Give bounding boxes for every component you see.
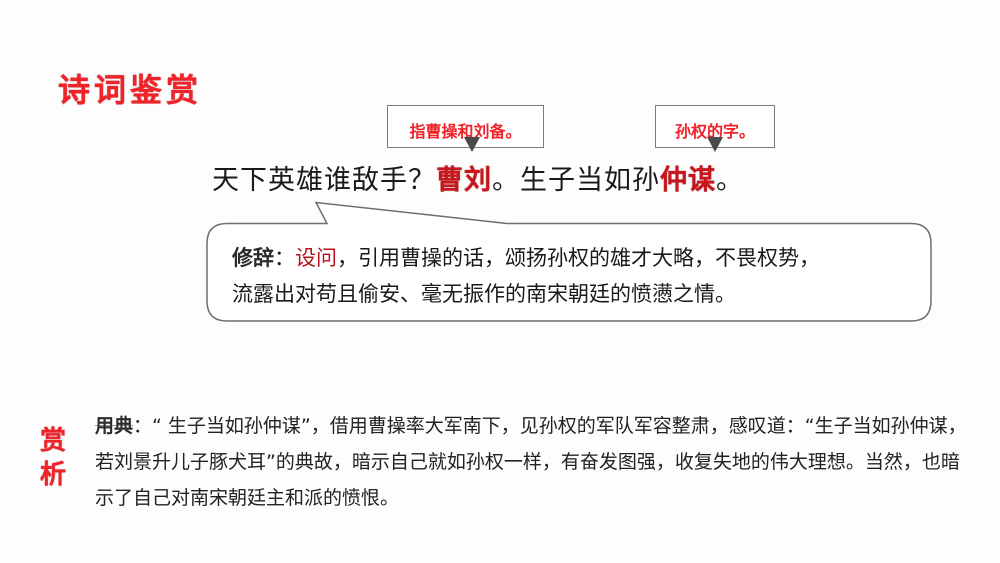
poem-text: 天下英雄谁敌手？ [212, 165, 436, 196]
rhetoric-line-1: 修辞：设问，引用曹操的话，颂扬孙权的雄才大略，不畏权势， [232, 240, 922, 276]
slide-title: 诗词鉴赏 [58, 71, 203, 109]
analysis-side-label: 赏 析 [40, 424, 72, 492]
pointer-down-icon [464, 137, 480, 152]
poem-text: 。 [716, 165, 744, 196]
rhetoric-label: 修辞 [232, 246, 274, 270]
allusion-label: 用典 [95, 415, 134, 437]
rhetoric-line-2: 流露出对苟且偷安、毫无振作的南宋朝廷的愤懑之情。 [232, 282, 736, 306]
highlight-zhongmou: 仲谋 [660, 165, 716, 196]
analysis-char: 赏 [40, 426, 67, 456]
analysis-char: 析 [40, 460, 67, 490]
rhetoric-colon: ： [274, 246, 295, 270]
rhetoric-text: ，引用曹操的话，颂扬孙权的雄才大略，不畏权势， [337, 246, 820, 270]
annotation-box-cao-liu: 指曹操和刘备。 [387, 105, 544, 148]
rhetoric-term: 设问 [295, 246, 337, 270]
allusion-body: ：“ 生子当如孙仲谋”，借用曹操率大军南下，见孙权的军队军容整肃，感叹道：“生子… [95, 415, 967, 509]
annotation-text: 指曹操和刘备。 [409, 122, 522, 141]
rhetoric-bubble: 修辞：设问，引用曹操的话，颂扬孙权的雄才大略，不畏权势， 流露出对苟且偷安、毫无… [232, 240, 922, 312]
annotation-text: 孙权的字。 [674, 122, 755, 141]
poem-text: 。生子当如孙 [492, 165, 660, 196]
poem-line: 天下英雄谁敌手？曹刘。生子当如孙仲谋。 [212, 162, 744, 200]
highlight-cao-liu: 曹刘 [436, 165, 492, 196]
pointer-down-icon [707, 137, 723, 152]
analysis-paragraph: 用典：“ 生子当如孙仲谋”，借用曹操率大军南下，见孙权的军队军容整肃，感叹道：“… [95, 408, 975, 516]
